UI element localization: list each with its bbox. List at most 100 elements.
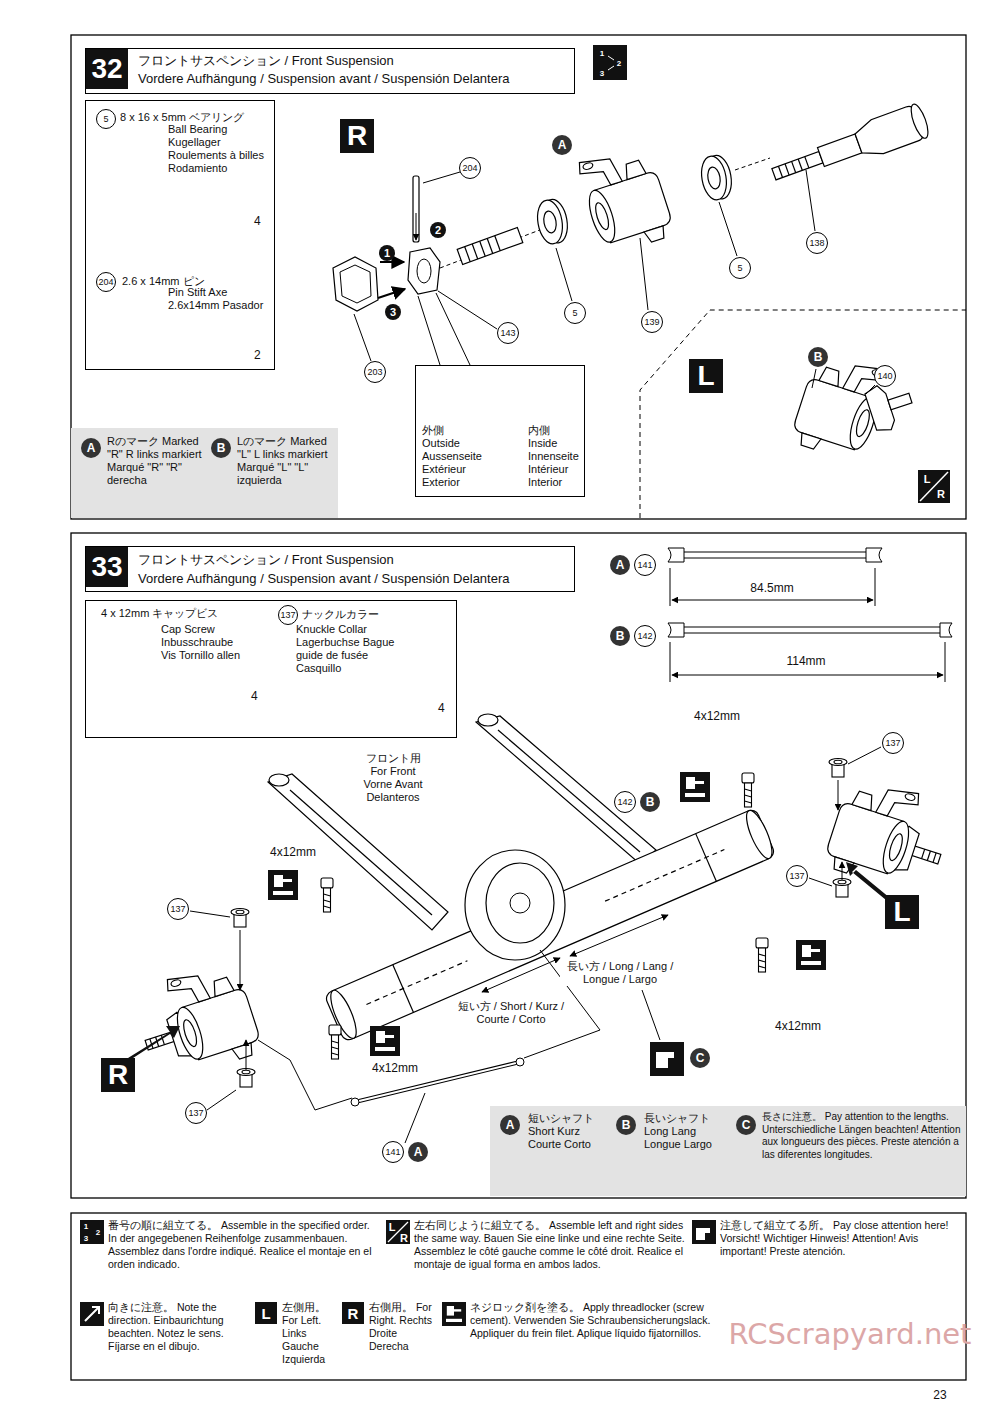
illustration-line xyxy=(190,911,230,917)
quantity: 4 xyxy=(438,701,450,715)
part-text: 外側 Outside Aussenseite Extérieur Exterio… xyxy=(422,424,474,489)
step-header: 33フロントサスペンション / Front SuspensionVordere … xyxy=(85,546,575,592)
step-title: Vordere Aufhängung / Suspension avant / … xyxy=(138,570,570,587)
icon-number: 1 xyxy=(84,1222,88,1231)
note-panel: A短いシャフト Short Kurz Courte CortoB長いシャフト L… xyxy=(490,1106,966,1196)
illustration-line xyxy=(785,164,789,175)
illustration-line xyxy=(719,202,737,256)
illustration-rect xyxy=(888,393,912,409)
illustration-path xyxy=(608,56,614,70)
icon-number: 1 xyxy=(600,49,604,58)
illustration-use xyxy=(680,772,710,802)
part-text: 内側 Inside Innenseite Intérieur Interior xyxy=(528,424,580,489)
step-order-number: 3 xyxy=(385,304,401,320)
illustration-use xyxy=(829,759,847,778)
mark-letter: C xyxy=(736,1115,756,1135)
illustration-line xyxy=(570,915,668,956)
side-mark: L xyxy=(689,359,723,393)
illustration-polygon xyxy=(340,265,371,303)
step-number: 33 xyxy=(86,547,128,587)
mark-letter: A xyxy=(81,438,101,458)
illustration-line xyxy=(480,241,485,256)
illustration-rect xyxy=(918,470,950,503)
illustration-rect xyxy=(80,1220,104,1244)
illustration-use xyxy=(329,1025,341,1059)
illustration-line xyxy=(436,293,470,365)
parts-box: 58 x 16 x 5mm ベアリングBall Bearing Kugellag… xyxy=(85,100,275,370)
callout-number: 139 xyxy=(641,311,663,333)
illustration-path xyxy=(355,1062,520,1102)
dimension-label: 4x12mm xyxy=(370,1061,420,1075)
part-text: Rのマーク Marked "R" R links markiert Marqué… xyxy=(107,435,207,487)
dimension-label: 4x12mm xyxy=(773,1019,823,1033)
part-note: フロント用 For Front Vorne Avant Delanteros xyxy=(362,752,424,804)
illustration-path xyxy=(842,862,843,880)
illustration-path xyxy=(838,780,839,810)
icon-letter: R xyxy=(348,1305,359,1322)
illustration-line xyxy=(405,1093,425,1143)
step-header: 32フロントサスペンション / Front SuspensionVordere … xyxy=(85,48,575,94)
illustration-line xyxy=(438,291,497,329)
icon-letter: L xyxy=(261,1305,270,1322)
quantity: 2 xyxy=(254,348,266,362)
side-mark: L xyxy=(885,895,919,929)
callout-number: 142 xyxy=(614,791,636,813)
callout-number: 137 xyxy=(167,898,189,920)
illustration-line xyxy=(482,958,560,992)
mark-letter: C xyxy=(690,1048,710,1068)
parts-box: 4 x 12mm キャップビスCap Screw Inbusschraube V… xyxy=(85,600,457,738)
illustration-line xyxy=(866,385,875,394)
callout-number: 5 xyxy=(729,257,751,279)
part-note: 短い方 / Short / Kurz / Courte / Corto xyxy=(455,1000,567,1026)
illustration-line xyxy=(418,296,440,365)
illustration-path xyxy=(240,930,241,990)
illustration-line xyxy=(465,247,470,262)
illustration-rect xyxy=(71,35,966,519)
icon-number: 3 xyxy=(600,69,604,78)
illustration-circle xyxy=(510,893,530,913)
illustration-rect xyxy=(71,533,966,1198)
illustration-line xyxy=(945,642,946,682)
callout-number: 140 xyxy=(874,365,896,387)
illustration-rect xyxy=(692,1220,716,1244)
quantity: 4 xyxy=(254,214,266,228)
step-title: Vordere Aufhängung / Suspension avant / … xyxy=(138,70,570,87)
illustration-rect xyxy=(80,1302,104,1326)
legend-text: 向きに注意。 Note the direction. Einbaurichtun… xyxy=(108,1301,248,1353)
legend-text: 注意して組立てる所。 Pay close attention here! Vor… xyxy=(720,1219,956,1258)
illustration-circle xyxy=(351,1098,359,1106)
legend-text: ネジロック剤を塗る。 Apply threadlocker (screw cem… xyxy=(470,1301,725,1340)
illustration-circle xyxy=(516,1058,524,1066)
step-number: 32 xyxy=(86,49,128,89)
illustration-ellipse xyxy=(269,774,289,786)
watermark: RCScrapyard.net xyxy=(729,1317,972,1351)
illustration-line xyxy=(605,850,724,902)
callout-number: 204 xyxy=(96,272,116,292)
illustration-use xyxy=(268,870,298,900)
mark-letter: A xyxy=(500,1115,520,1135)
legend-text: 番号の順に組立てる。 Assemble in the specified ord… xyxy=(108,1219,378,1271)
illustration-line xyxy=(487,238,492,253)
illustration-use xyxy=(321,878,333,912)
callout-number: 141 xyxy=(634,554,656,576)
illustration-rect xyxy=(817,134,861,166)
illustration-line xyxy=(792,161,796,172)
mark-letter: B xyxy=(610,626,630,646)
illustration-line xyxy=(672,675,943,676)
illustration-line xyxy=(207,1090,236,1110)
legend-text: 右側用。 For Right. Rechts Droite Derecha xyxy=(369,1301,437,1353)
part-text: 長いシャフト Long Lang Longue Largo xyxy=(644,1112,724,1151)
illustration-polygon xyxy=(333,257,378,311)
illustration-line xyxy=(798,159,802,170)
step-order-number: 1 xyxy=(379,245,395,261)
illustration-polyline xyxy=(640,310,966,518)
illustration-path xyxy=(476,716,656,864)
illustration-line xyxy=(672,600,873,601)
illustration-line xyxy=(778,166,782,177)
legend-text: 左側用。 For Left. Links Gauche Izquierda xyxy=(282,1301,340,1366)
part-text: Ball Bearing Kugellager Roulements à bil… xyxy=(168,123,276,175)
illustration-use xyxy=(129,958,264,1085)
illustration-use xyxy=(442,1302,466,1326)
illustration-use xyxy=(237,1069,255,1088)
